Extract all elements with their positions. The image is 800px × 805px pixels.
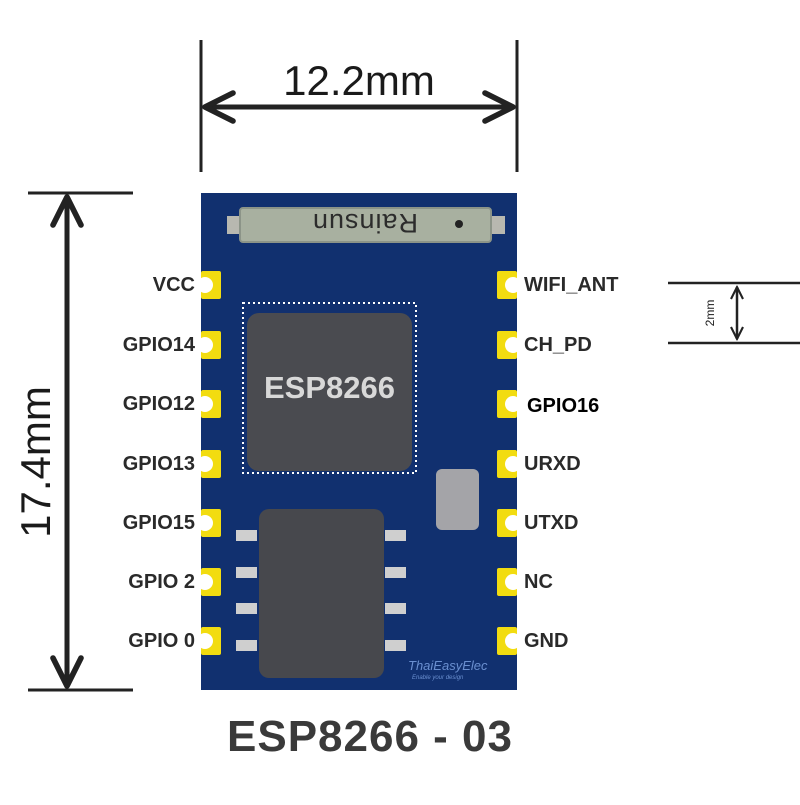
width-label: 12.2mm bbox=[283, 57, 435, 104]
esp8266-chip bbox=[242, 302, 417, 474]
flash-pin bbox=[385, 603, 406, 614]
pin-label-urxd: URXD bbox=[524, 453, 581, 475]
pin-label-ch-pd: CH_PD bbox=[524, 334, 592, 356]
pin-label-gpio12: GPIO12 bbox=[122, 393, 195, 415]
flash-pin bbox=[236, 567, 257, 578]
shield-tab-right bbox=[489, 216, 505, 234]
pin-label-gpio0: GPIO 0 bbox=[128, 630, 195, 652]
pin-label-gpio2: GPIO 2 bbox=[128, 571, 195, 593]
pitch-dimension: 2mm bbox=[668, 281, 800, 345]
right-pads bbox=[497, 271, 521, 655]
chip-pin-ring bbox=[242, 302, 417, 474]
left-pads bbox=[197, 271, 221, 655]
pad-gpio16 bbox=[497, 390, 521, 418]
pad-gnd bbox=[497, 627, 521, 655]
watermark-logo: ThaiEasyElec bbox=[408, 658, 488, 673]
shield-brand-text: Rainsun bbox=[311, 208, 419, 238]
pad-ch-pd bbox=[497, 331, 521, 359]
pad-gpio14 bbox=[197, 331, 221, 359]
pad-urxd bbox=[497, 450, 521, 478]
pad-vcc bbox=[197, 271, 221, 299]
pin-label-utxd: UTXD bbox=[524, 512, 579, 534]
pad-wifi-ant bbox=[497, 271, 521, 299]
flash-body bbox=[259, 509, 384, 678]
flash-chip bbox=[236, 509, 406, 678]
pad-gpio0 bbox=[197, 627, 221, 655]
shield-dot bbox=[455, 220, 463, 228]
pin-label-wifi-ant: WIFI_ANT bbox=[524, 274, 619, 296]
flash-pin bbox=[236, 530, 257, 541]
height-dimension: 17.4mm bbox=[12, 191, 133, 692]
pin-label-gpio15: GPIO15 bbox=[122, 512, 195, 534]
watermark-tagline: Enable your design bbox=[412, 675, 464, 681]
shield-strip bbox=[227, 207, 505, 243]
pad-gpio2 bbox=[197, 568, 221, 596]
pin-label-gnd: GND bbox=[524, 630, 569, 652]
model-title: ESP8266 - 03 bbox=[227, 712, 513, 761]
pitch-label: 2mm bbox=[703, 300, 717, 327]
width-dimension: 12.2mm bbox=[199, 40, 519, 172]
pad-nc bbox=[497, 568, 521, 596]
height-label: 17.4mm bbox=[12, 386, 59, 538]
flash-pin bbox=[385, 567, 406, 578]
shield-body bbox=[239, 207, 492, 243]
crystal bbox=[436, 469, 479, 530]
pin-label-gpio13: GPIO13 bbox=[122, 453, 195, 475]
pin-label-nc: NC bbox=[524, 571, 553, 593]
flash-pin bbox=[236, 640, 257, 651]
pin-label-gpio14: GPIO14 bbox=[122, 334, 195, 356]
pad-gpio13 bbox=[197, 450, 221, 478]
pad-gpio15 bbox=[197, 509, 221, 537]
pad-utxd bbox=[497, 509, 521, 537]
flash-pin bbox=[236, 603, 257, 614]
flash-pin bbox=[385, 640, 406, 651]
pin-label-gpio16: GPIO16 bbox=[527, 395, 600, 417]
chip-label: ESP8266 bbox=[264, 370, 395, 405]
pin-label-vcc: VCC bbox=[152, 274, 195, 296]
pad-gpio12 bbox=[197, 390, 221, 418]
flash-pin bbox=[385, 530, 406, 541]
chip-body bbox=[247, 313, 412, 471]
